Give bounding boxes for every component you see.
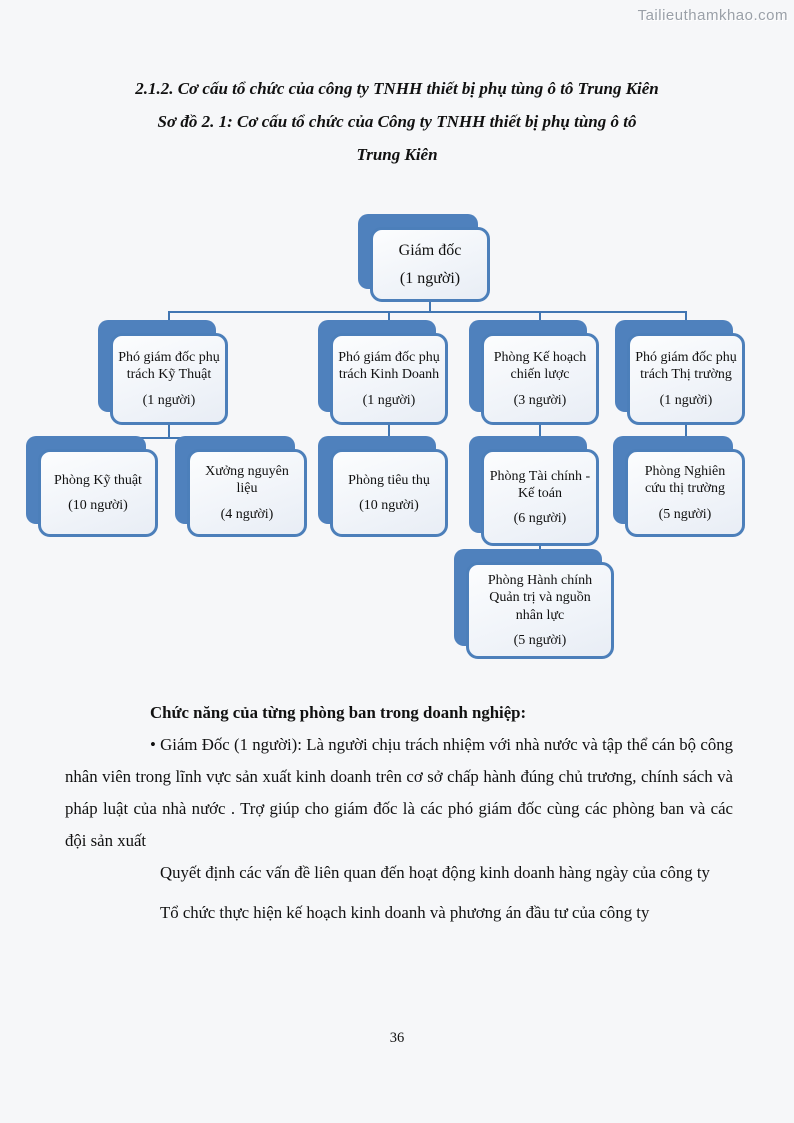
node-count: (1 người) xyxy=(142,392,196,408)
node-count: (6 người) xyxy=(513,511,567,527)
section-title: 2.1.2. Cơ cấu tổ chức của công ty TNHH t… xyxy=(135,79,659,98)
node-title: Phòng tiêu thụ xyxy=(348,472,430,488)
node-title: Phó giám đốc phụ trách Kỹ Thuật xyxy=(118,350,220,383)
figure-caption-line1: Sơ đồ 2. 1: Cơ cấu tổ chức của Công ty T… xyxy=(157,112,637,131)
paragraph-decisions: Quyết định các vấn đề liên quan đến hoạt… xyxy=(160,863,710,882)
node-count: (5 người) xyxy=(513,632,567,648)
org-node-deputy-market: Phó giám đốc phụ trách Thị trường (1 ngư… xyxy=(615,320,745,425)
paragraph-director-role: • Giám Đốc (1 người): Là người chịu trác… xyxy=(65,735,733,850)
connector-line xyxy=(97,437,248,439)
org-chart: Giám đốc (1 người) Phó giám đốc phụ trác… xyxy=(0,205,794,683)
node-title: Phòng Hành chính Quản trị và nguồn nhân … xyxy=(487,573,593,623)
node-title: Phó giám đốc phụ trách Kinh Doanh xyxy=(338,350,440,383)
node-count: (1 người) xyxy=(659,392,713,408)
connector-line xyxy=(429,302,431,313)
node-count: (10 người) xyxy=(68,498,128,513)
node-title: Phòng Nghiên cứu thị trường xyxy=(644,464,726,497)
org-node-materials-workshop: Xưởng nguyên liệu (4 người) xyxy=(175,436,307,537)
node-title: Xưởng nguyên liệu xyxy=(205,464,289,497)
org-node-sales-dept: Phòng tiêu thụ (10 người) xyxy=(318,436,448,537)
node-title: Phó giám đốc phụ trách Thị trường xyxy=(635,350,737,383)
node-count: (4 người) xyxy=(220,506,274,522)
org-node-finance-accounting: Phòng Tài chính - Kế toán (6 người) xyxy=(469,436,599,546)
org-node-deputy-technical: Phó giám đốc phụ trách Kỹ Thuật (1 người… xyxy=(98,320,228,425)
connector-line xyxy=(168,311,687,313)
node-count: (10 người) xyxy=(359,498,419,513)
node-count: (1 người) xyxy=(362,392,416,408)
figure-caption-line2: Trung Kiên xyxy=(356,145,438,164)
node-count: (1 người) xyxy=(399,269,461,287)
paragraph-plan-implementation: Tổ chức thực hiện kế hoạch kinh doanh và… xyxy=(160,903,650,922)
org-node-director: Giám đốc (1 người) xyxy=(358,214,490,302)
node-title: Phòng Kế hoạch chiến lược xyxy=(493,350,587,383)
node-title: Giám đốc xyxy=(398,241,462,259)
body-text: Chức năng của từng phòng ban trong doanh… xyxy=(65,697,733,929)
org-node-deputy-business: Phó giám đốc phụ trách Kinh Doanh (1 ngư… xyxy=(318,320,448,425)
connector-line xyxy=(168,425,170,439)
watermark-site-label: Tailieuthamkhao.com xyxy=(637,7,788,24)
section-headings: 2.1.2. Cơ cấu tổ chức của công ty TNHH t… xyxy=(0,72,794,171)
functions-heading: Chức năng của từng phòng ban trong doanh… xyxy=(150,703,527,722)
org-node-technical-dept: Phòng Kỹ thuật (10 người) xyxy=(26,436,158,537)
node-title: Phòng Tài chính - Kế toán xyxy=(489,468,591,501)
node-count: (5 người) xyxy=(658,506,712,522)
org-node-strategic-planning: Phòng Kế hoạch chiến lược (3 người) xyxy=(469,320,599,425)
org-node-admin-hr: Phòng Hành chính Quản trị và nguồn nhân … xyxy=(454,549,614,659)
page-number: 36 xyxy=(389,1030,405,1046)
node-count: (3 người) xyxy=(513,392,567,408)
node-title: Phòng Kỹ thuật xyxy=(54,472,142,488)
org-node-market-research: Phòng Nghiên cứu thị trường (5 người) xyxy=(613,436,745,537)
